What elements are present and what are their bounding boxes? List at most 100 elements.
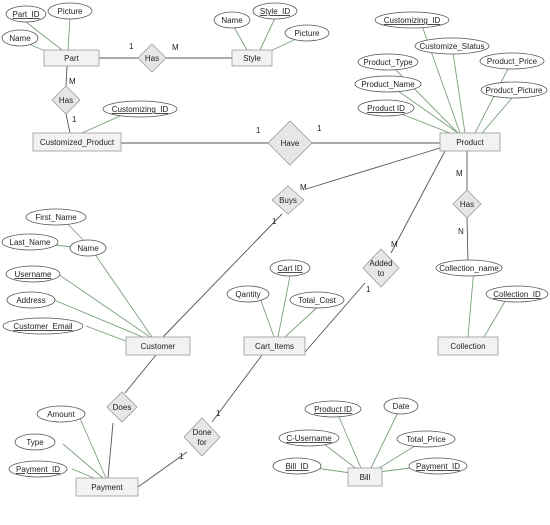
attr-username: Username [5, 265, 61, 283]
relationship-has-product-collection: Has [452, 189, 482, 219]
svg-text:Bill: Bill [360, 473, 371, 482]
attr-payment-id: Payment_ID [8, 460, 68, 478]
svg-text:Product_Price: Product_Price [487, 57, 538, 66]
entity-cart-items: Cart_Items [243, 336, 306, 356]
entity-style: Style [231, 49, 273, 67]
card-product-has-n: N [458, 227, 464, 236]
svg-text:Collection_name: Collection_name [439, 264, 499, 273]
relationship-done-for: Done for [183, 417, 221, 457]
svg-text:Date: Date [393, 402, 410, 411]
entity-part: Part [43, 49, 100, 67]
svg-text:Bill_ID: Bill_ID [285, 462, 308, 471]
attr-customized-customizing-id: Customizing_ID [102, 100, 178, 118]
attr-bill-payment-id: Payment_ID [408, 457, 468, 475]
svg-text:Product_Type: Product_Type [363, 58, 413, 67]
svg-text:Style_ID: Style_ID [260, 7, 290, 16]
card-part-has-style-m: M [172, 43, 179, 52]
svg-text:Address: Address [16, 296, 45, 305]
relationship-added-to: Added to [362, 248, 400, 288]
card-product-has-m: M [456, 169, 463, 178]
card-added-m: M [391, 240, 398, 249]
attr-style-picture: Picture [284, 24, 330, 42]
relationship-have: Have [267, 120, 313, 166]
card-buys-m: M [300, 183, 307, 192]
attr-style-id: Style_ID [252, 2, 298, 20]
svg-text:Product_Picture: Product_Picture [486, 86, 543, 95]
svg-text:Last_Name: Last_Name [10, 238, 51, 247]
svg-text:Added: Added [369, 259, 392, 268]
card-have-1-right: 1 [317, 124, 322, 133]
relationship-buys: Buys [271, 185, 305, 215]
svg-text:to: to [378, 269, 385, 278]
attr-part-picture: Picture [47, 2, 93, 20]
svg-text:Has: Has [59, 96, 73, 105]
svg-text:Picture: Picture [295, 29, 320, 38]
card-added-1: 1 [366, 285, 371, 294]
svg-text:Customizing_ID: Customizing_ID [384, 16, 441, 25]
relationship-has-part-customized: Has [51, 85, 81, 115]
svg-text:First_Name: First_Name [35, 213, 77, 222]
svg-text:Cart_Items: Cart_Items [255, 342, 294, 351]
attr-product-picture: Product_Picture [480, 81, 548, 99]
attr-collection-id: Collection_ID [485, 285, 549, 303]
card-buys-1: 1 [272, 217, 277, 226]
card-part-has-style-1: 1 [129, 42, 134, 51]
attr-product-price: Product_Price [479, 52, 545, 70]
svg-text:Customer_Email: Customer_Email [13, 322, 72, 331]
attr-cart-id: Cart ID [269, 259, 311, 277]
attr-product-customizing-id: Customizing_ID [374, 11, 450, 29]
attr-style-name: Name [213, 11, 251, 29]
svg-text:Username: Username [15, 270, 52, 279]
attr-total-price: Total_Price [396, 430, 456, 448]
attr-total-cost: Total_Cost [289, 291, 345, 309]
svg-text:Payment_ID: Payment_ID [416, 462, 460, 471]
svg-text:Total_Price: Total_Price [406, 435, 446, 444]
attr-product-id: Product ID [357, 99, 415, 117]
svg-text:Name: Name [9, 34, 31, 43]
attr-quantity: Qantity [226, 285, 270, 303]
attr-name: Name [69, 239, 107, 257]
svg-text:Does: Does [113, 403, 132, 412]
svg-text:Part_ID: Part_ID [12, 10, 39, 19]
entity-bill: Bill [347, 467, 383, 487]
attr-last-name: Last_Name [1, 233, 59, 251]
svg-text:for: for [197, 438, 207, 447]
svg-text:Customer: Customer [141, 342, 176, 351]
svg-text:Product_Name: Product_Name [361, 80, 415, 89]
attr-customize-status: Customize_Status [414, 37, 490, 55]
svg-text:Buys: Buys [279, 196, 297, 205]
svg-text:C-Username: C-Username [286, 434, 332, 443]
svg-text:Customize_Status: Customize_Status [420, 42, 485, 51]
svg-text:Collection_ID: Collection_ID [493, 290, 541, 299]
entity-payment: Payment [75, 477, 139, 497]
relationship-does: Does [106, 391, 138, 423]
card-part-has-custom-m: M [69, 77, 76, 86]
relationship-edges [65, 57, 469, 488]
svg-text:Type: Type [26, 438, 44, 447]
svg-text:Has: Has [460, 200, 474, 209]
svg-text:Product ID: Product ID [314, 405, 352, 414]
attr-type: Type [14, 433, 56, 451]
cardinality-labels: 1 M M 1 1 1 M 1 M N M 1 1 1 [69, 42, 464, 461]
svg-text:Payment_ID: Payment_ID [16, 465, 60, 474]
attr-bill-product-id: Product ID [304, 400, 362, 418]
svg-text:Done: Done [192, 428, 212, 437]
svg-text:Customizing_ID: Customizing_ID [112, 105, 169, 114]
attr-part-id: Part_ID [5, 5, 47, 23]
attr-product-name: Product_Name [354, 75, 422, 93]
svg-text:Customized_Product: Customized_Product [40, 138, 115, 147]
svg-text:Cart ID: Cart ID [277, 264, 303, 273]
svg-text:Payment: Payment [91, 483, 123, 492]
svg-text:Has: Has [145, 54, 159, 63]
svg-text:Name: Name [77, 244, 99, 253]
svg-text:Part: Part [64, 54, 79, 63]
svg-text:Product: Product [456, 138, 484, 147]
svg-text:Total_Cost: Total_Cost [298, 296, 337, 305]
card-done-1-top: 1 [216, 409, 221, 418]
attr-c-username: C-Username [278, 429, 340, 447]
attr-first-name: First_Name [25, 208, 87, 226]
svg-text:Collection: Collection [450, 342, 485, 351]
attr-amount: Amount [36, 405, 86, 423]
entity-customer: Customer [125, 336, 191, 356]
card-part-has-custom-1: 1 [72, 115, 77, 124]
